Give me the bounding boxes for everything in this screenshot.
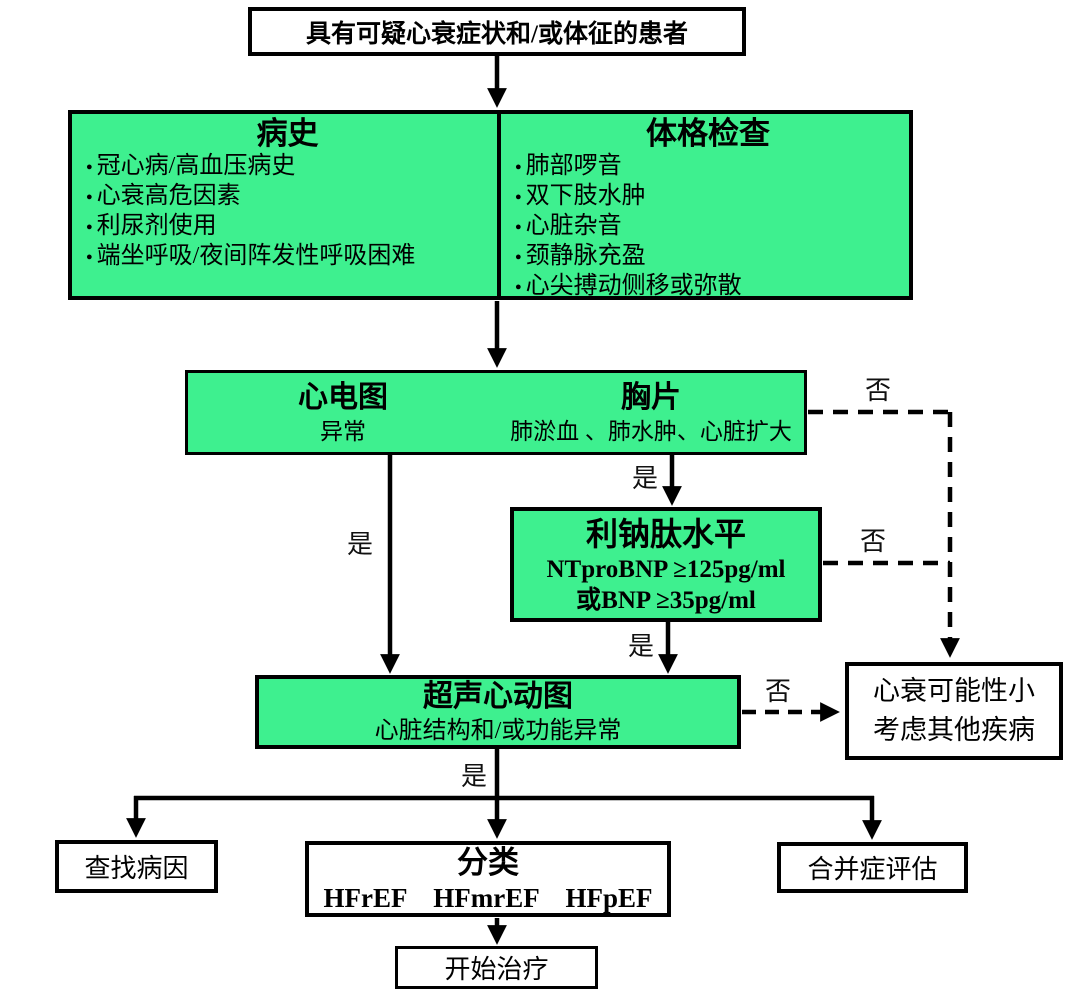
node-unlikely: 心衰可能性小 考虑其他疾病 bbox=[845, 662, 1063, 760]
ecg-subtitle: 异常 bbox=[320, 418, 366, 444]
list-item: 心衰高危因素 bbox=[86, 182, 489, 212]
list-item: 心尖搏动侧移或弥散 bbox=[515, 272, 901, 302]
label-yes-xray-bnp: 是 bbox=[632, 464, 659, 493]
node-patient-text: 具有可疑心衰症状和/或体征的患者 bbox=[306, 20, 688, 48]
xray-title: 胸片 bbox=[621, 380, 681, 414]
find-cause-text: 查找病因 bbox=[84, 854, 189, 883]
history-column: 病史 冠心病/高血压病史 心衰高危因素 利尿剂使用 端坐呼吸/夜间阵发性呼吸困难 bbox=[72, 114, 501, 296]
list-item: 颈静脉充盈 bbox=[515, 242, 901, 272]
echo-subtitle: 心脏结构和/或功能异常 bbox=[374, 718, 622, 744]
node-treatment: 开始治疗 bbox=[395, 946, 598, 989]
ecg-column: 心电图 异常 bbox=[188, 377, 498, 448]
label-yes-ecg-echo: 是 bbox=[347, 530, 374, 559]
label-no-ecg: 否 bbox=[865, 376, 892, 405]
label-no-bnp: 否 bbox=[860, 527, 887, 556]
treatment-text: 开始治疗 bbox=[444, 955, 549, 984]
comorbidity-text: 合并症评估 bbox=[807, 855, 938, 884]
list-item: 端坐呼吸/夜间阵发性呼吸困难 bbox=[86, 242, 489, 272]
history-title: 病史 bbox=[256, 116, 319, 151]
node-ecg-xray: 心电图 异常 胸片 肺淤血 、肺水肿、心脏扩大 bbox=[185, 370, 807, 455]
label-no-echo: 否 bbox=[765, 677, 792, 706]
branch-spine bbox=[134, 749, 874, 801]
label-yes-echo-branch: 是 bbox=[461, 762, 488, 791]
bnp-line1: NTproBNP ≥125pg/ml bbox=[546, 555, 786, 583]
unlikely-line1: 心衰可能性小 bbox=[873, 676, 1035, 706]
ecg-title: 心电图 bbox=[298, 380, 388, 414]
node-assessment: 病史 冠心病/高血压病史 心衰高危因素 利尿剂使用 端坐呼吸/夜间阵发性呼吸困难… bbox=[68, 110, 913, 300]
node-bnp: 利钠肽水平 NTproBNP ≥125pg/ml 或BNP ≥35pg/ml bbox=[510, 507, 822, 622]
node-patient: 具有可疑心衰症状和/或体征的患者 bbox=[248, 7, 746, 56]
list-item: 肺部啰音 bbox=[515, 152, 901, 182]
classify-subtitle: HFrEF HFmrEF HFpEF bbox=[323, 883, 653, 913]
xray-column: 胸片 肺淤血 、肺水肿、心脏扩大 bbox=[498, 377, 804, 448]
classify-title: 分类 bbox=[457, 845, 519, 880]
node-classify: 分类 HFrEF HFmrEF HFpEF bbox=[305, 841, 671, 917]
list-item: 冠心病/高血压病史 bbox=[86, 152, 489, 182]
list-item: 双下肢水肿 bbox=[515, 182, 901, 212]
bnp-title: 利钠肽水平 bbox=[585, 515, 746, 552]
unlikely-line2: 考虑其他疾病 bbox=[873, 715, 1035, 745]
physical-title: 体格检查 bbox=[646, 116, 770, 151]
node-find-cause: 查找病因 bbox=[55, 840, 218, 893]
list-item: 利尿剂使用 bbox=[86, 212, 489, 242]
label-yes-bnp-echo: 是 bbox=[628, 632, 655, 661]
echo-title: 超声心动图 bbox=[423, 680, 573, 713]
bnp-line2: 或BNP ≥35pg/ml bbox=[576, 586, 756, 614]
physical-column: 体格检查 肺部啰音 双下肢水肿 心脏杂音 颈静脉充盈 心尖搏动侧移或弥散 bbox=[501, 114, 909, 299]
xray-subtitle: 肺淤血 、肺水肿、心脏扩大 bbox=[510, 418, 792, 444]
list-item: 心脏杂音 bbox=[515, 212, 901, 242]
node-echo: 超声心动图 心脏结构和/或功能异常 bbox=[255, 675, 741, 749]
node-comorbidity: 合并症评估 bbox=[777, 842, 968, 893]
